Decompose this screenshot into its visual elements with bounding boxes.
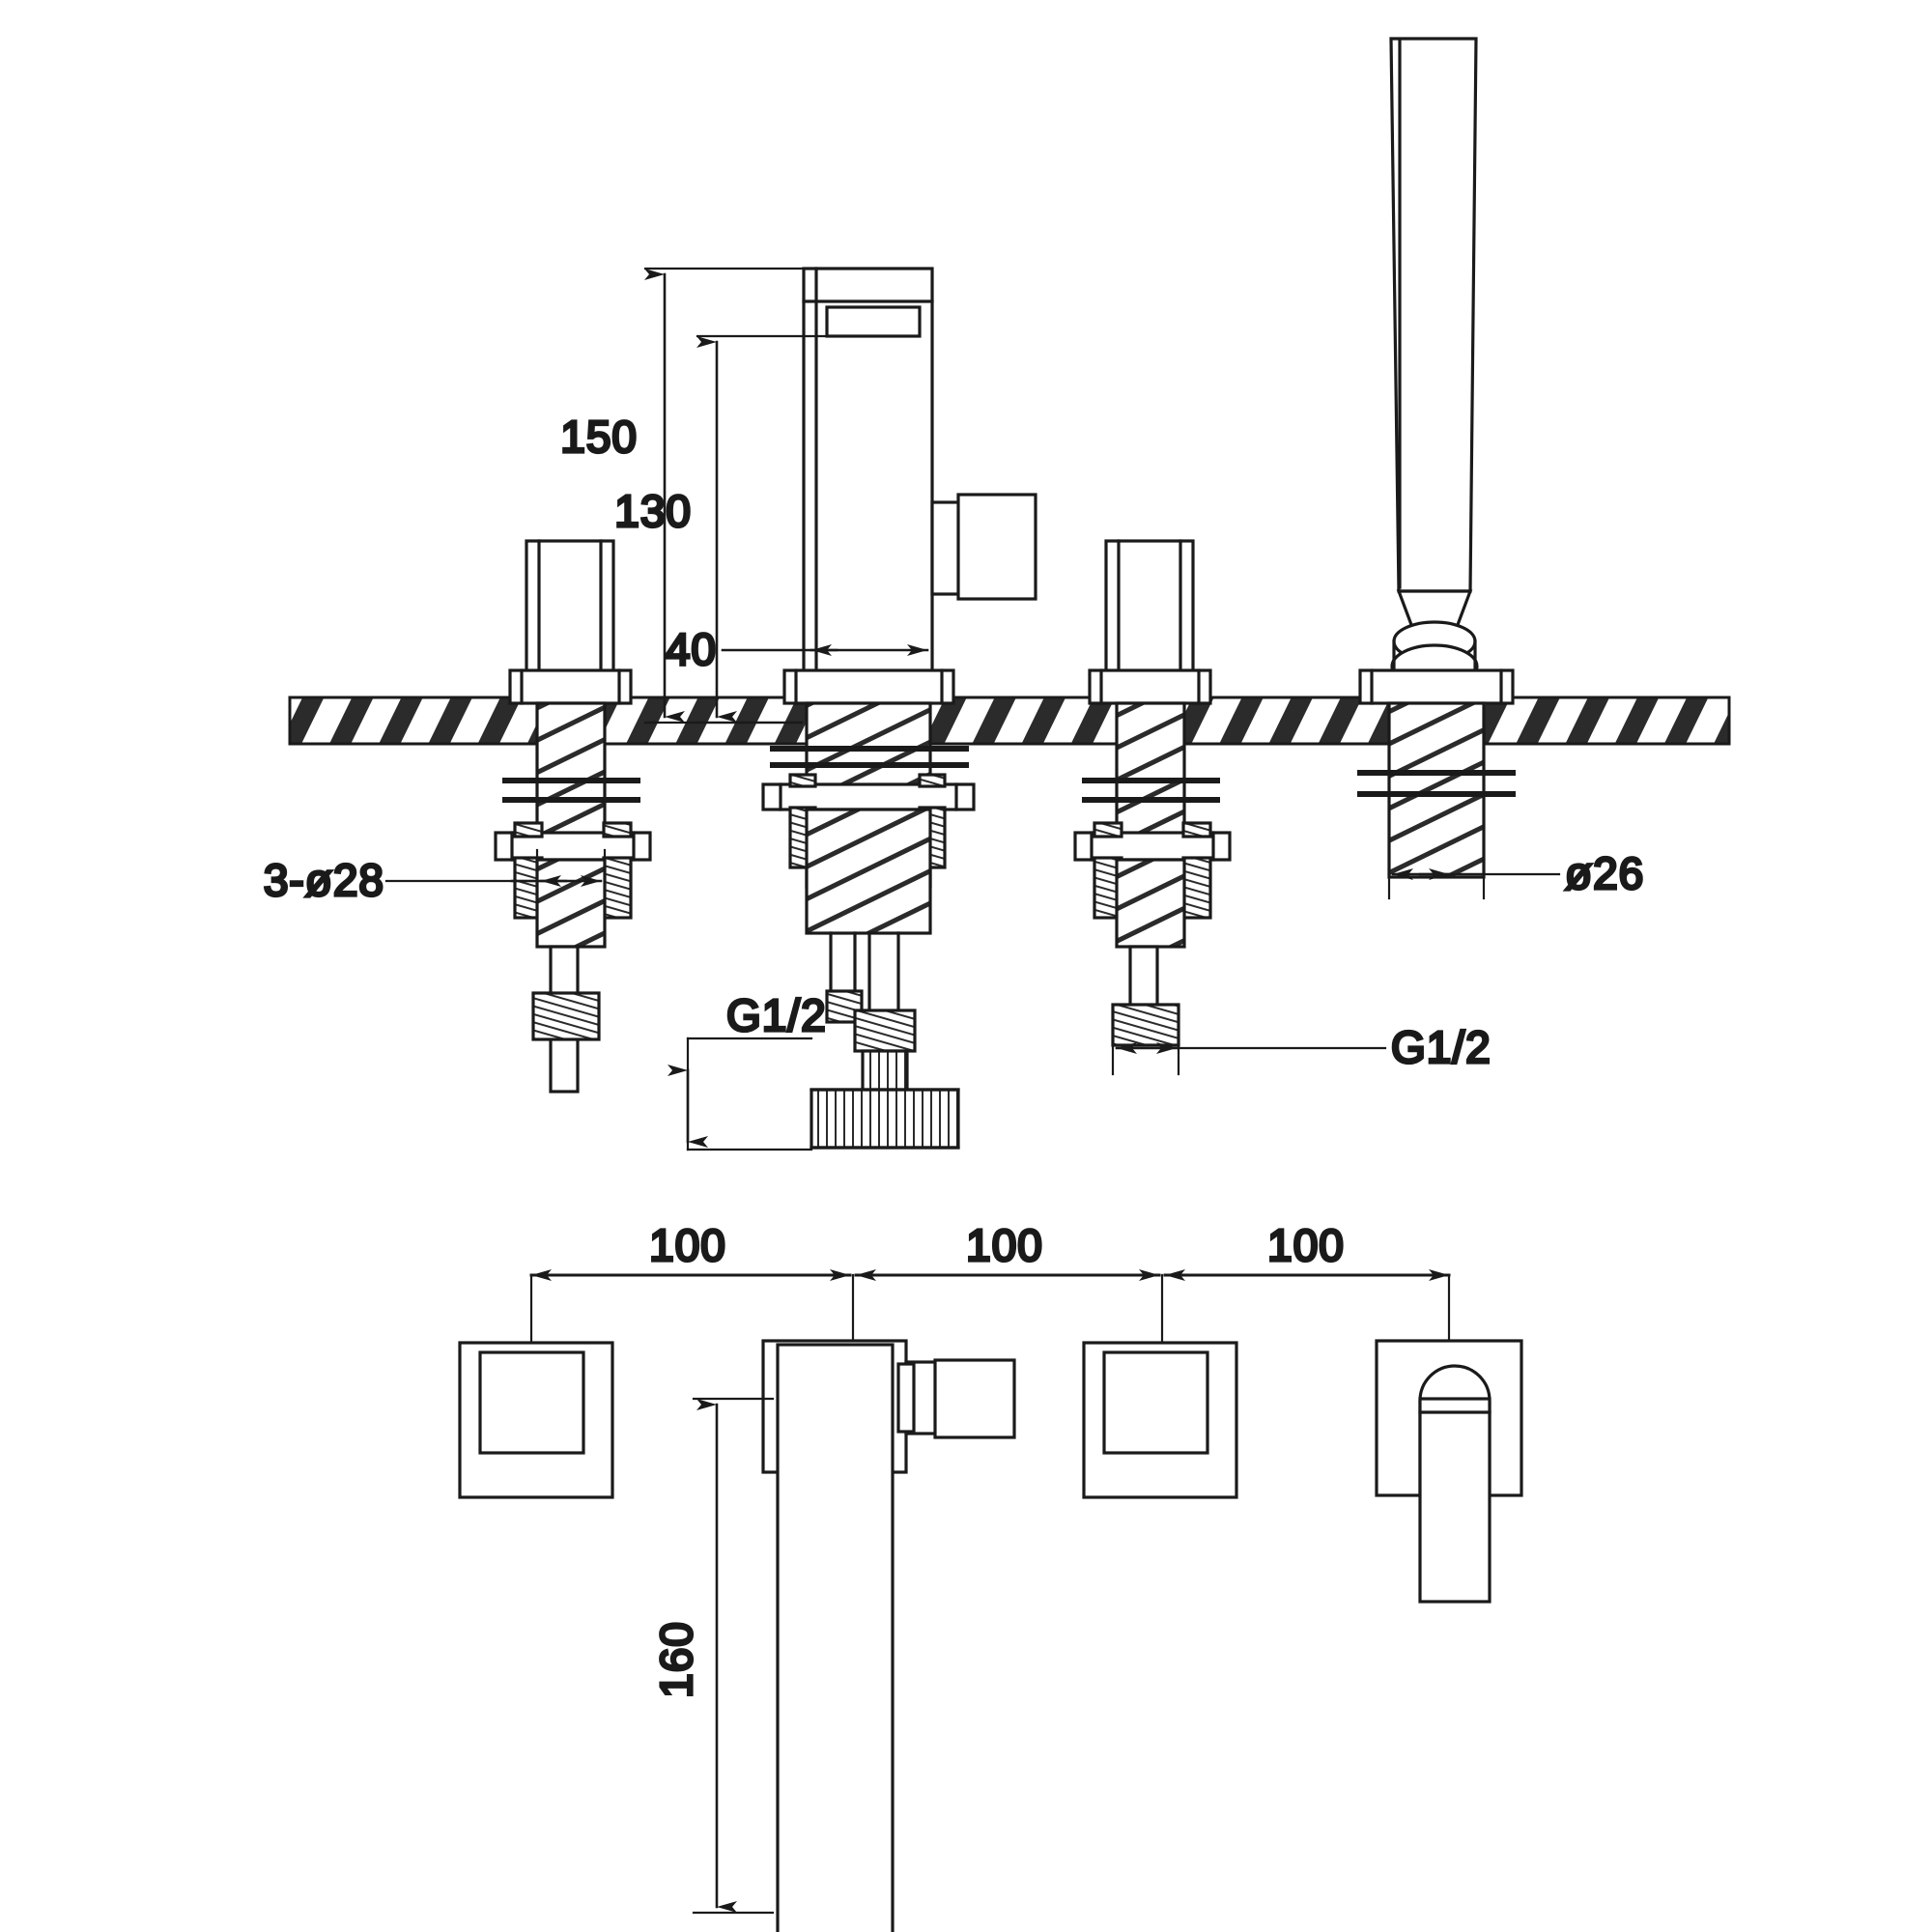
- dimension-label-160: 160: [651, 1621, 701, 1698]
- dimension-label-100-a: 100: [649, 1220, 726, 1270]
- dimension-length-160: [692, 1397, 775, 1915]
- handle-left-assembly: [494, 539, 652, 1094]
- dimension-label-100-b: 100: [966, 1220, 1043, 1270]
- plan-escutcheon-right: [1082, 1341, 1238, 1499]
- spout-center-assembly: [761, 267, 1037, 1150]
- dimension-hole-3x28: [384, 848, 607, 905]
- dimension-height-130: [696, 334, 829, 724]
- deck-surface-section: [288, 696, 1731, 746]
- dimension-hole-26: [1387, 846, 1561, 900]
- plan-escutcheon-handshower: [1375, 1339, 1523, 1604]
- handle-right-assembly: [1073, 539, 1232, 1047]
- plan-escutcheon-left: [458, 1341, 614, 1499]
- dimension-label-150: 150: [560, 412, 638, 462]
- leader-g12-right: [1111, 1020, 1387, 1076]
- dimension-label-3-d28: 3-ø28: [264, 855, 384, 905]
- leader-g12-left: [668, 1037, 813, 1151]
- plan-spout-outline: [761, 1339, 1016, 1932]
- handshower-assembly: [1357, 37, 1516, 879]
- dimension-label-d26: ø26: [1565, 848, 1644, 898]
- dimension-label-130: 130: [614, 486, 692, 536]
- dimension-label-100-c: 100: [1267, 1220, 1345, 1270]
- dimension-label-g12-right: G1/2: [1391, 1022, 1492, 1072]
- dimension-spacing-chain: [529, 1269, 1451, 1347]
- dimension-label-g12-left: G1/2: [726, 990, 827, 1040]
- dimension-label-40: 40: [666, 624, 717, 674]
